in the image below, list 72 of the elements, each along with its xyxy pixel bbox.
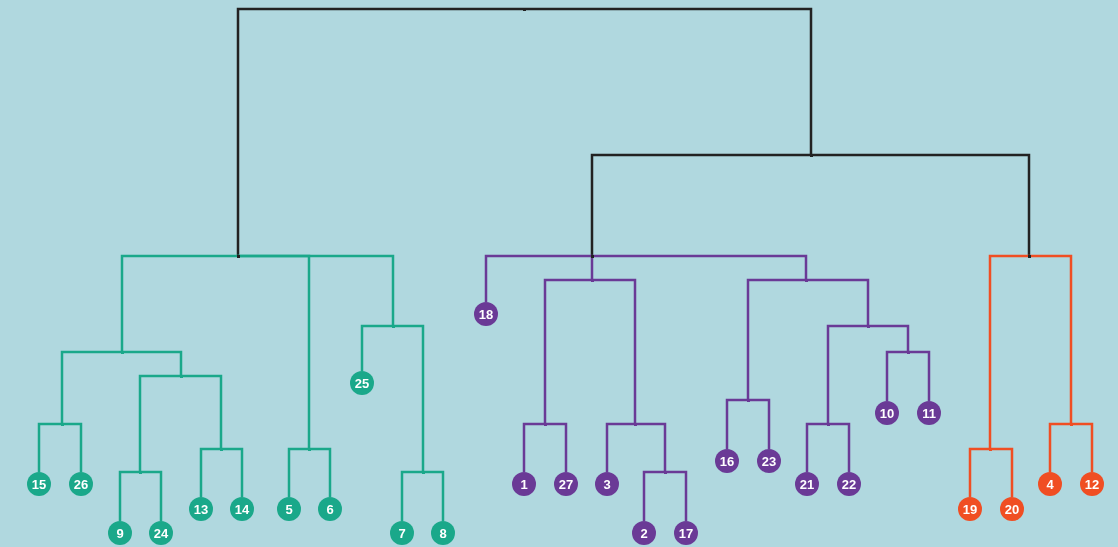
tree-branch [748, 398, 771, 449]
junction-point [826, 422, 830, 426]
tree-branch [484, 254, 592, 302]
junction-point [307, 447, 311, 451]
tree-branch [62, 422, 83, 472]
tree-branch [543, 278, 592, 424]
tree-branch [805, 422, 828, 472]
tree-branch [423, 470, 445, 521]
junction-point [1027, 254, 1031, 258]
tree-branch [360, 324, 393, 371]
tree-branch [118, 470, 140, 521]
junction-point [179, 374, 183, 378]
tree-branch [635, 422, 667, 472]
junction-point [590, 254, 594, 258]
junction-point [60, 422, 64, 426]
junction-point [421, 470, 425, 474]
tree-branch [828, 422, 851, 472]
tree-branch [590, 153, 811, 256]
tree-branch [238, 254, 395, 326]
tree-branch [181, 374, 223, 449]
tree-branch [592, 254, 808, 280]
tree-branch [592, 278, 637, 424]
junction-point [988, 447, 992, 451]
tree-branch [545, 422, 568, 472]
tree-branch [605, 422, 635, 472]
junction-point [906, 350, 910, 354]
tree-branch [221, 447, 244, 497]
tree-branch [725, 398, 748, 449]
tree-branch [990, 447, 1014, 497]
junction-point [590, 278, 594, 282]
tree-branch [138, 374, 181, 472]
tree-branch [37, 422, 62, 472]
tree-branch [642, 470, 665, 521]
junction-point [633, 422, 637, 426]
tree-branch [120, 254, 238, 352]
tree-branch [1071, 422, 1094, 472]
junction-point [138, 470, 142, 474]
junction-point [866, 324, 870, 328]
tree-branch [400, 470, 423, 521]
junction-point [663, 470, 667, 474]
tree-branch [309, 447, 332, 497]
junction-point [746, 398, 750, 402]
junction-point [1069, 422, 1073, 426]
tree-branch [1048, 422, 1071, 472]
tree-branch [826, 324, 868, 424]
junction-point [219, 447, 223, 451]
junction-point [236, 254, 240, 258]
tree-branch [968, 447, 990, 497]
junction-point [120, 350, 124, 354]
tree-branch [746, 278, 806, 400]
junction-point [809, 153, 813, 157]
tree-branch [522, 422, 545, 472]
tree-branch [199, 447, 221, 497]
tree-branch [665, 470, 688, 521]
tree-branch [524, 7, 813, 155]
tree-branch [140, 470, 163, 521]
junction-point [391, 324, 395, 328]
junction-point [522, 7, 526, 11]
tree-branch [885, 350, 908, 401]
tree-branch [988, 254, 1029, 449]
tree-branch [1029, 254, 1073, 424]
tree-branch [122, 350, 183, 376]
tree-branch [236, 7, 524, 256]
tree-branch [868, 324, 910, 352]
tree-branch [806, 278, 870, 326]
tree-branch [287, 447, 309, 497]
tree-branch [908, 350, 931, 401]
tree-branch [60, 350, 122, 424]
junction-point [804, 278, 808, 282]
junction-point [543, 422, 547, 426]
tree-branch [393, 324, 425, 472]
tree-branch [811, 153, 1031, 256]
